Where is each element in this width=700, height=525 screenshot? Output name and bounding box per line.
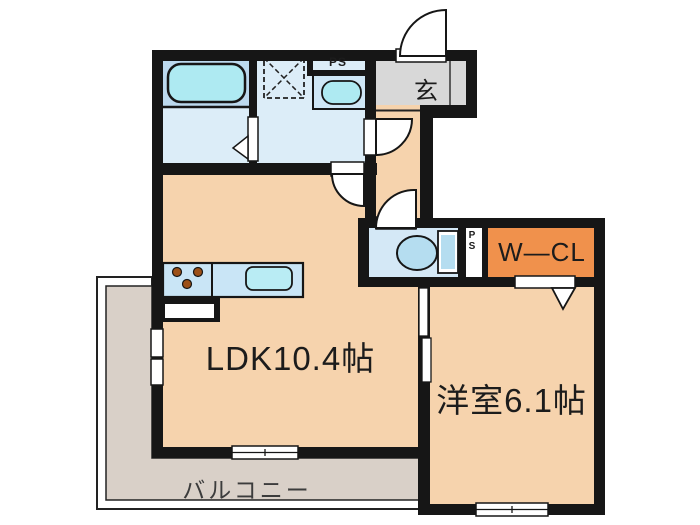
- balcony-label: バルコニー: [182, 477, 312, 503]
- wall-ps-side-left: [458, 228, 466, 277]
- washbasin: [312, 74, 369, 110]
- wall-bath-divider: [249, 61, 257, 163]
- bedroom-label: 洋室6.1帖: [436, 382, 587, 419]
- kitchen-counter: [161, 261, 305, 299]
- washer-pan-cross-2: [263, 57, 305, 99]
- wall-wcl-south: [358, 277, 605, 287]
- bathroom-door-leaf: [247, 116, 259, 162]
- entrance-label: 玄: [414, 78, 438, 105]
- bedroom-window: [475, 502, 549, 517]
- wall-east: [594, 218, 605, 515]
- sliding-door-panel-1: [418, 287, 429, 337]
- wall-hall-east: [420, 105, 433, 228]
- stove-burner-3: [181, 278, 193, 290]
- ldk-label: LDK10.4帖: [205, 340, 376, 377]
- stove-burner-1: [171, 266, 183, 278]
- wall-ps-upper-left: [307, 55, 313, 76]
- wall-top: [152, 50, 477, 61]
- bathtub: [158, 62, 253, 109]
- wall-ps-upper-bottom: [307, 70, 369, 76]
- closet-door-triangle: [550, 287, 577, 311]
- closet-door-opening: [514, 275, 576, 289]
- washroom-door-swing-arc: [375, 118, 414, 157]
- washbasin-bowl: [321, 80, 362, 105]
- sliding-door-panel-2: [421, 337, 432, 383]
- entrance-floor: [376, 61, 466, 111]
- wall-wcl-north: [358, 218, 605, 228]
- bathtub-shape: [166, 62, 247, 104]
- wall-ps-side-right: [482, 228, 488, 277]
- entry-door-swing-arc: [398, 8, 447, 57]
- bathroom-door-triangle: [231, 134, 249, 161]
- walk-in-closet-label: W—CL: [498, 237, 586, 267]
- kitchen-return-opening: [165, 304, 214, 318]
- pipe-space-side-label: PS: [468, 230, 476, 252]
- west-window-2: [150, 358, 164, 386]
- toilet-bowl: [396, 235, 438, 271]
- west-window-1: [150, 328, 164, 358]
- ldk-door-swing-arc: [330, 173, 365, 208]
- walk-in-closet-floor: [486, 223, 598, 282]
- toilet-door-swing-arc: [374, 188, 417, 229]
- stove-burner-2: [192, 266, 204, 278]
- toilet: [396, 230, 459, 274]
- bedroom-floor: [424, 282, 599, 504]
- wall-west: [152, 50, 163, 458]
- wall-washroom-south: [152, 163, 377, 175]
- kitchen-sink: [245, 266, 293, 291]
- wall-toilet-west: [358, 218, 369, 287]
- pipe-space-upper-label: PS: [328, 55, 347, 69]
- wall-entrance-south: [420, 105, 477, 118]
- wall-entrance-east: [466, 50, 477, 118]
- ldk-balcony-window: [231, 445, 299, 460]
- doors-and-windows: [150, 8, 577, 517]
- bathroom-floor: [158, 106, 253, 168]
- toilet-tank-lid: [441, 235, 455, 269]
